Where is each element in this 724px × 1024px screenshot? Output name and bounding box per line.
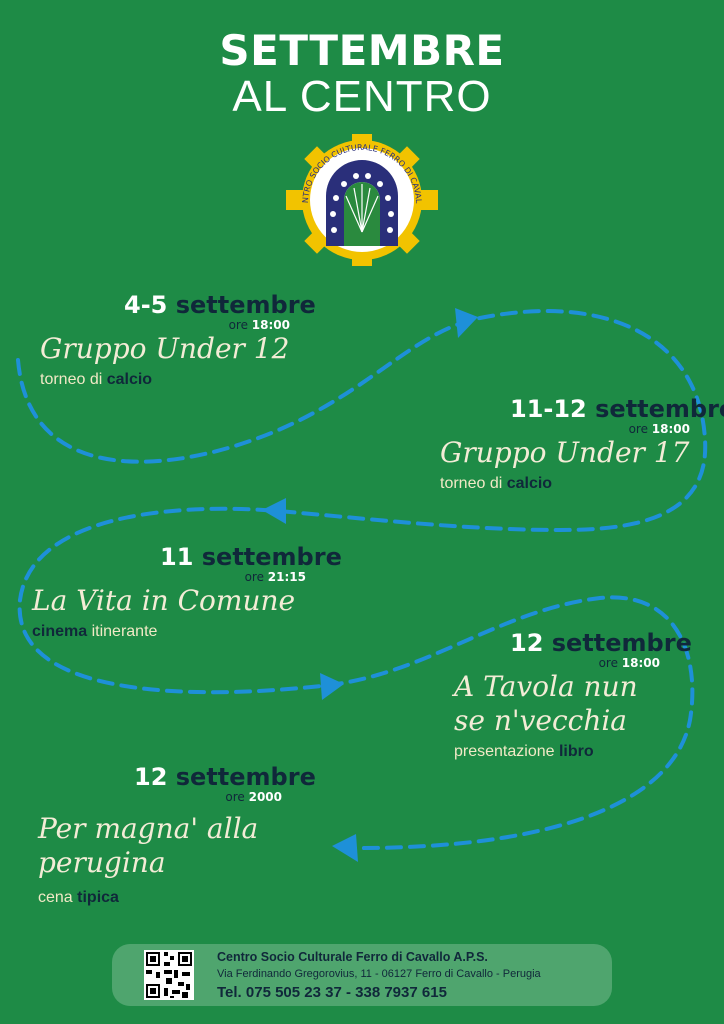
- event-title: Gruppo Under 12: [40, 332, 290, 365]
- event-title-line-2: perugina: [38, 846, 166, 879]
- footer-org-name: Centro Socio Culturale Ferro di Cavallo …: [217, 950, 488, 964]
- event-time: ore 21:15: [244, 570, 306, 584]
- title-line-2: AL CENTRO: [232, 72, 492, 121]
- event-date: 4-5 settembre: [124, 291, 316, 319]
- event-date: 11 settembre: [160, 543, 342, 571]
- event-5: 12 settembre ore 2000 Per magna' alla pe…: [38, 764, 316, 908]
- event-title: La Vita in Comune: [32, 584, 296, 617]
- event-4: 12 settembre ore 18:00 A Tavola nun se n…: [454, 630, 692, 762]
- event-time: ore 18:00: [598, 656, 660, 670]
- event-time: ore 2000: [225, 790, 282, 804]
- event-title: Gruppo Under 17: [440, 436, 690, 469]
- event-date: 12 settembre: [510, 629, 692, 657]
- footer-address: Via Ferdinando Gregorovius, 11 - 06127 F…: [217, 968, 541, 980]
- arrow-icon: [455, 308, 478, 338]
- qr-code-icon[interactable]: [144, 950, 194, 1000]
- event-time: ore 18:00: [228, 318, 290, 332]
- event-title-line-1: A Tavola nun: [454, 670, 638, 703]
- club-logo: CENTRO SOCIO CULTURALE FERRO DI CAVALLO: [286, 134, 438, 266]
- horseshoe-icon: [326, 160, 398, 246]
- arrow-icon: [320, 673, 344, 700]
- event-date: 12 settembre: [134, 763, 316, 791]
- event-date: 11-12 settembre: [510, 395, 724, 423]
- arrow-icon: [332, 834, 358, 862]
- footer-phone[interactable]: Tel. 075 505 23 37 - 338 7937 615: [217, 984, 447, 1001]
- event-2: 11-12 settembre ore 18:00 Gruppo Under 1…: [440, 396, 724, 494]
- event-1: 4-5 settembre ore 18:00 Gruppo Under 12 …: [40, 292, 316, 390]
- event-desc: cinema itinerante: [32, 623, 158, 640]
- event-desc: cena tipica: [38, 889, 119, 906]
- title-line-1: SETTEMBRE: [219, 26, 505, 75]
- event-title-line-1: Per magna' alla: [38, 812, 259, 845]
- event-time: ore 18:00: [628, 422, 690, 436]
- event-desc: torneo di calcio: [440, 475, 553, 492]
- event-desc: torneo di calcio: [40, 371, 153, 388]
- footer-card: Centro Socio Culturale Ferro di Cavallo …: [112, 944, 612, 1006]
- event-3: 11 settembre ore 21:15 La Vita in Comune…: [32, 544, 342, 642]
- arrow-icon: [262, 498, 286, 524]
- event-desc: presentazione libro: [454, 743, 594, 760]
- event-title-line-2: se n'vecchia: [454, 704, 628, 737]
